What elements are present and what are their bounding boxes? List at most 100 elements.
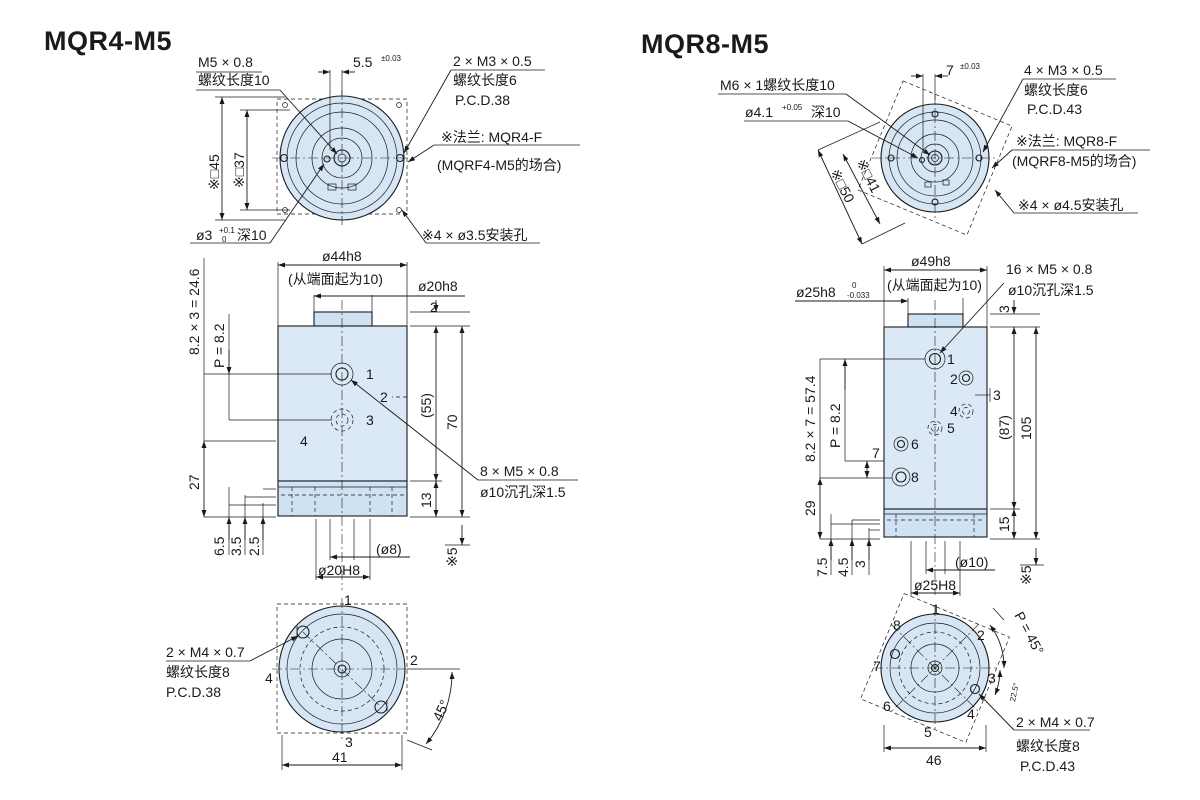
label-dim3-r: 3 bbox=[996, 305, 1012, 313]
label-dim70: 70 bbox=[444, 414, 460, 430]
side-base-r bbox=[883, 508, 988, 538]
mqr8-side-labels: ø49h8 (从端面起为10) ø25h8 0 -0.033 16 × M5 ×… bbox=[796, 253, 1094, 593]
label-dim15: 15 bbox=[996, 516, 1012, 532]
label-half-angle: 22.5° bbox=[1008, 682, 1021, 702]
label-port8-r: 8 bbox=[911, 469, 919, 485]
label-n8-r: 8 bbox=[893, 617, 901, 633]
label-port5-r: 5 bbox=[947, 420, 955, 436]
mqr4-bottom-view bbox=[166, 598, 460, 770]
m4-hole-d bbox=[969, 683, 981, 695]
label-dim2: 2 bbox=[430, 299, 438, 315]
label-d25h8: ø25h8 bbox=[796, 284, 836, 300]
label-counterbore-r: ø10沉孔深1.5 bbox=[1008, 282, 1094, 298]
label-from-end: (从端面起为10) bbox=[288, 271, 383, 287]
label-sq41: ※□41 bbox=[853, 156, 884, 195]
label-port1-r: 1 bbox=[947, 351, 955, 367]
label-port3: 3 bbox=[366, 412, 374, 428]
label-dim6-5: 6.5 bbox=[211, 536, 227, 556]
label-offset-r: 7 bbox=[946, 62, 954, 78]
mqr4-side-view bbox=[201, 258, 578, 590]
label-pitch-total-r: 8.2 × 7 = 57.4 bbox=[802, 375, 818, 462]
label-d25H8: ø25H8 bbox=[914, 577, 956, 593]
label-port2-r: 2 bbox=[950, 371, 958, 387]
label-n3: 3 bbox=[345, 734, 353, 750]
label-m4-depth-r: 螺纹长度8 bbox=[1016, 738, 1080, 754]
model-title-mqr8: MQR8-M5 bbox=[641, 29, 770, 59]
mqr8-bottom-view bbox=[860, 593, 1090, 752]
label-pin-depth: 深10 bbox=[237, 227, 267, 243]
label-pin-depth-r: 深10 bbox=[811, 104, 841, 120]
label-m3-depth-r: 螺纹长度6 bbox=[1024, 82, 1088, 98]
label-pitch: P = 8.2 bbox=[211, 323, 227, 368]
label-offset-tol-r: ±0.03 bbox=[960, 62, 981, 71]
label-dim7-5: 7.5 bbox=[814, 557, 830, 577]
label-port3-r: 3 bbox=[993, 387, 1001, 403]
mqr8-bottom-labels: P = 45° 22.5° 2 × M4 × 0.7 螺纹长度8 P.C.D.4… bbox=[873, 601, 1095, 774]
m4-hole-c bbox=[889, 648, 901, 660]
label-n2-r: 2 bbox=[977, 627, 985, 643]
label-m3-pcd-r: P.C.D.43 bbox=[1027, 101, 1082, 117]
label-offset: 5.5 bbox=[353, 54, 373, 70]
label-pitch-angle: P = 45° bbox=[1011, 609, 1047, 657]
side-base bbox=[277, 480, 408, 517]
label-m4-r: 2 × M4 × 0.7 bbox=[1016, 714, 1095, 730]
model-title-mqr4: MQR4-M5 bbox=[44, 26, 173, 56]
label-flange: ※法兰: MQR4-F bbox=[441, 129, 542, 145]
label-d8: (ø8) bbox=[376, 541, 402, 557]
label-m6: M6 × 1螺纹长度10 bbox=[720, 77, 835, 93]
label-m3-pcd: P.C.D.38 bbox=[455, 92, 510, 108]
label-m3-depth: 螺纹长度6 bbox=[453, 72, 517, 88]
label-dim5-r: ※5 bbox=[1018, 565, 1034, 585]
label-dim4-5: 4.5 bbox=[835, 557, 851, 577]
mqr8-side-view bbox=[795, 266, 1044, 596]
label-d20h8: ø20h8 bbox=[418, 278, 458, 294]
label-n1-r: 1 bbox=[932, 601, 940, 617]
label-pin-tol-lower: 0 bbox=[222, 235, 227, 244]
label-m4-pcd-r: P.C.D.43 bbox=[1020, 758, 1075, 774]
label-from-end-r: (从端面起为10) bbox=[887, 277, 982, 293]
label-m3: 2 × M3 × 0.5 bbox=[453, 53, 532, 69]
side-body bbox=[277, 325, 408, 482]
pin-hole bbox=[323, 155, 331, 163]
label-mount-holes: ※4 × ø3.5安装孔 bbox=[422, 227, 528, 243]
side-body-r bbox=[883, 326, 988, 510]
label-dim13: 13 bbox=[418, 492, 434, 508]
label-m3-r: 4 × M3 × 0.5 bbox=[1024, 62, 1103, 78]
label-dim3b: 3 bbox=[852, 560, 868, 568]
label-mount-holes-r: ※4 × ø4.5安装孔 bbox=[1018, 197, 1124, 213]
label-n4: 4 bbox=[265, 670, 273, 686]
label-n2: 2 bbox=[410, 652, 418, 668]
label-m4: 2 × M4 × 0.7 bbox=[166, 644, 245, 660]
label-dim46: 46 bbox=[926, 752, 942, 768]
label-port4: 4 bbox=[300, 433, 308, 449]
label-pin-hole-r: ø4.1 bbox=[745, 104, 773, 120]
label-pitch-total: 8.2 × 3 = 24.6 bbox=[186, 268, 202, 355]
label-n3-r: 3 bbox=[988, 670, 996, 686]
label-n6-r: 6 bbox=[883, 698, 891, 714]
label-port2: 2 bbox=[380, 389, 388, 405]
mqr4-top-labels: M5 × 0.8 螺纹长度10 5.5 ±0.03 2 × M3 × 0.5 螺… bbox=[196, 53, 561, 244]
label-port6-r: 6 bbox=[911, 436, 919, 452]
label-dim87: (87) bbox=[996, 415, 1012, 440]
label-flange-note: (MQRF4-M5的场合) bbox=[437, 157, 561, 173]
label-dim29: 29 bbox=[802, 500, 818, 516]
label-dim27: 27 bbox=[186, 474, 202, 490]
label-n5-r: 5 bbox=[924, 724, 932, 740]
m4-hole-a bbox=[296, 625, 310, 639]
label-port1: 1 bbox=[366, 366, 374, 382]
label-dim5: ※5 bbox=[444, 547, 460, 567]
label-pin-tol-r: +0.05 bbox=[782, 103, 803, 112]
label-d49: ø49h8 bbox=[911, 253, 951, 269]
label-port4-r: 4 bbox=[950, 403, 958, 419]
label-d10: (ø10) bbox=[955, 554, 988, 570]
label-n4-r: 4 bbox=[967, 706, 975, 722]
bottom-flange-outline-r bbox=[860, 593, 1010, 743]
label-ports-r: 16 × M5 × 0.8 bbox=[1006, 261, 1093, 277]
flange-outline-r bbox=[857, 80, 1013, 236]
label-m4-pcd: P.C.D.38 bbox=[166, 684, 221, 700]
label-n7-r: 7 bbox=[873, 658, 881, 674]
mqr4-bottom-labels: 2 × M4 × 0.7 螺纹长度8 P.C.D.38 1 2 3 4 45° … bbox=[166, 592, 453, 765]
label-offset-tol: ±0.03 bbox=[381, 54, 402, 63]
label-d20H8: ø20H8 bbox=[318, 562, 360, 578]
